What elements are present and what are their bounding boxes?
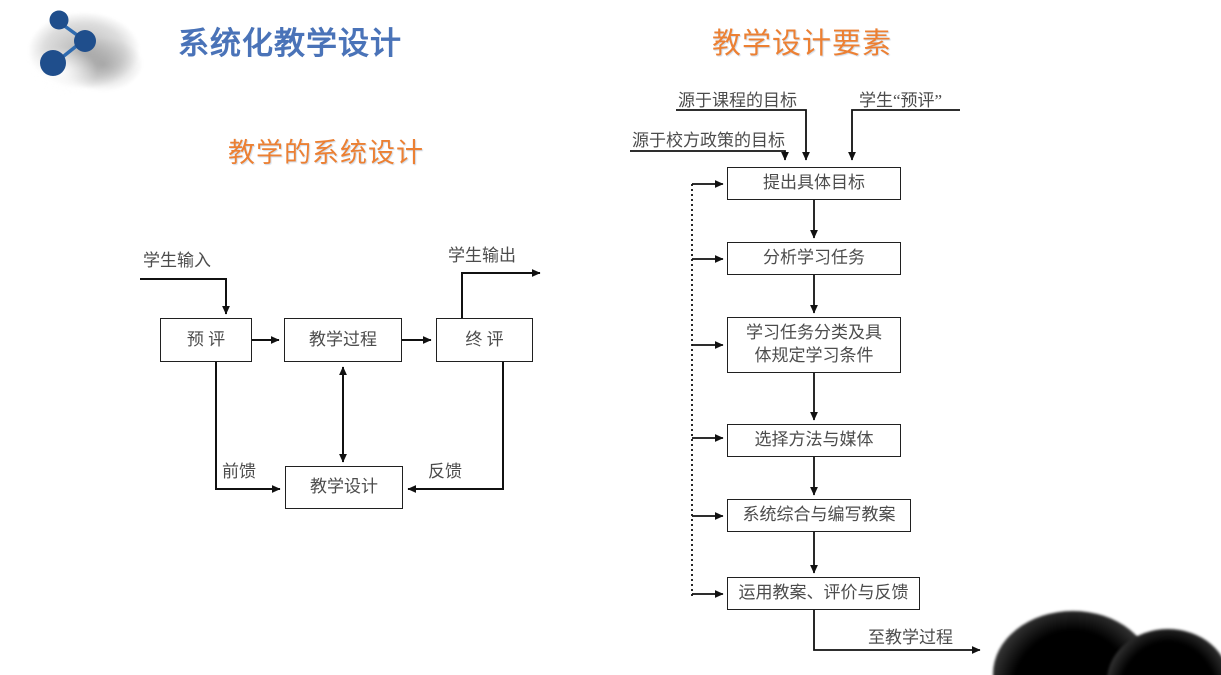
box-step-6: 运用教案、评价与反馈 [727, 577, 920, 610]
box-step-4: 选择方法与媒体 [727, 424, 901, 457]
left-diagram-wires [140, 269, 541, 493]
box-teaching-process: 教学过程 [284, 318, 402, 362]
right-diagram-wires [630, 109, 981, 654]
box-step-5: 系统综合与编写教案 [727, 499, 911, 532]
label-school-policy-goal: 源于校方政策的目标 [632, 131, 785, 150]
label-student-output: 学生输出 [448, 246, 516, 265]
box-instructional-design: 教学设计 [285, 466, 403, 509]
box-final-assessment: 终 评 [436, 318, 533, 362]
right-diagram: 源于课程的目标 源于校方政策的目标 学生“预评” 提出具体目标 分析学习任务 学… [620, 0, 1221, 675]
box-step-3: 学习任务分类及具 体规定学习条件 [727, 317, 901, 373]
label-to-teaching-process: 至教学过程 [868, 628, 953, 647]
label-feedback: 反馈 [428, 462, 462, 481]
box-pre-assessment: 预 评 [160, 318, 252, 362]
logo [18, 4, 150, 102]
label-course-goal: 源于课程的目标 [678, 91, 797, 110]
page-title-left: 系统化教学设计 [178, 26, 402, 62]
page-title-right: 教学设计要素 [712, 26, 893, 60]
box-step-1: 提出具体目标 [727, 167, 901, 200]
box-step-2: 分析学习任务 [727, 242, 901, 275]
label-student-input: 学生输入 [143, 251, 211, 270]
left-diagram: 预 评 教学过程 终 评 教学设计 学生输入 学生输出 前馈 反馈 [140, 246, 541, 509]
network-node-graph-logo-icon [40, 10, 96, 76]
subtitle-left: 教学的系统设计 [228, 138, 424, 169]
label-feedforward: 前馈 [222, 462, 256, 481]
label-student-pre-assessment: 学生“预评” [859, 91, 943, 110]
